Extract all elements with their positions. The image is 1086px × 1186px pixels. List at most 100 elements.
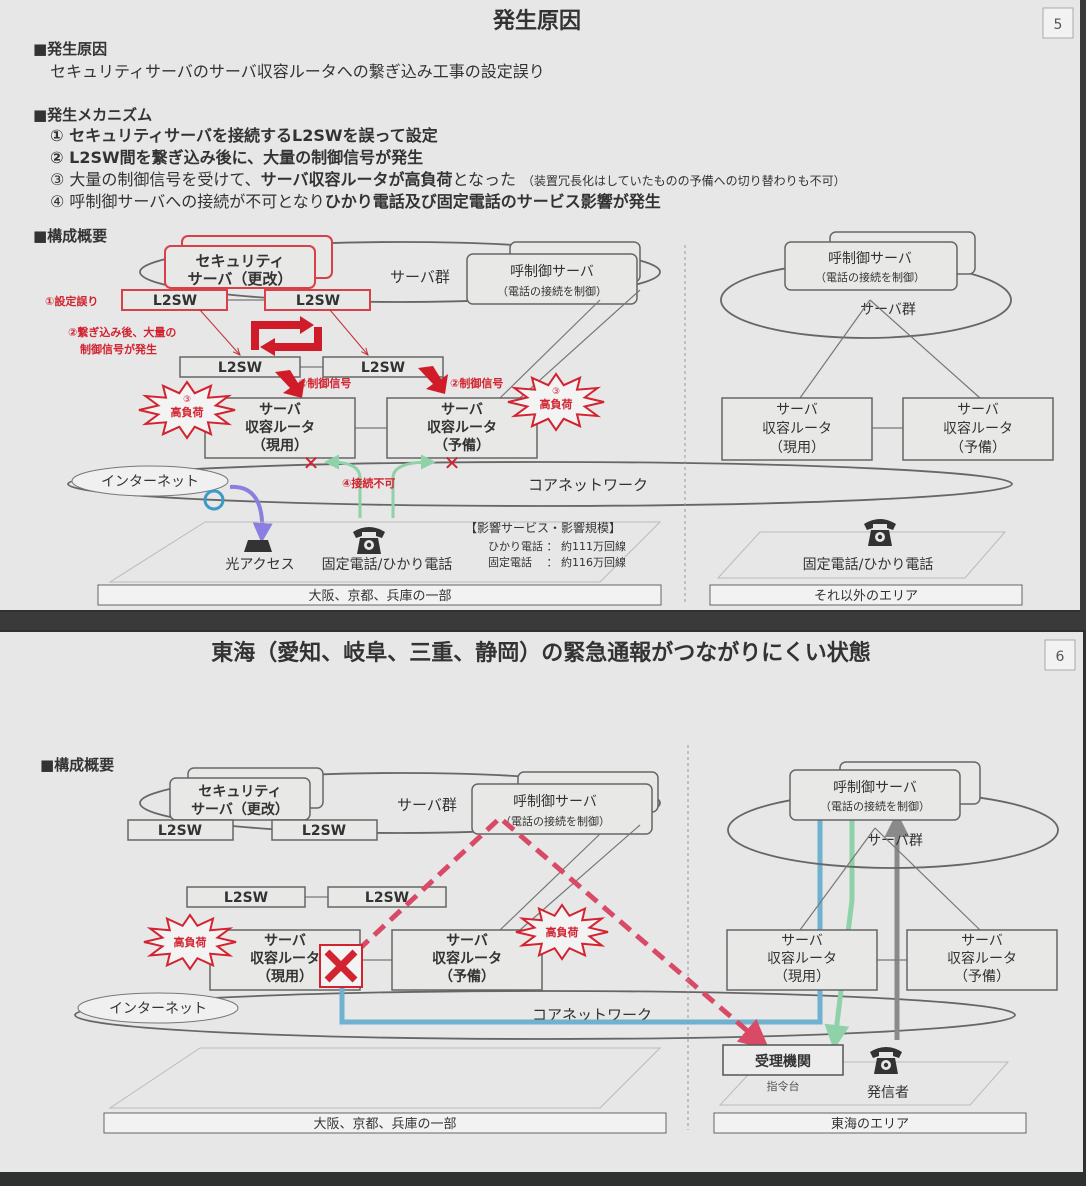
svg-text:L2SW: L2SW: [361, 360, 405, 376]
purple-path: [229, 484, 273, 543]
slide-6: 東海（愛知、岐阜、三重、静岡）の緊急通報がつながりにくい状態 6 ■構成概要 サ…: [0, 632, 1083, 1172]
router-active: サーバ 収容ルータ （現用）: [726, 929, 878, 991]
slide-title: 発生原因: [492, 9, 581, 34]
router-standby: サーバ 収容ルータ （予備）: [906, 929, 1058, 991]
router-active: サーバ 収容ルータ （現用）: [204, 397, 356, 459]
svg-text:収容ルータ: 収容ルータ: [432, 950, 502, 967]
no-connection-label: ④接続不可: [342, 476, 395, 490]
svg-text:インターネット: インターネット: [109, 1001, 207, 1017]
svg-text:L2SW: L2SW: [296, 293, 340, 309]
l2sw-lower-left: [179, 356, 301, 378]
security-server: セキュリティ サーバ（更改）: [169, 767, 324, 821]
blue-path: [339, 812, 823, 1025]
svg-text:サーバ: サーバ: [441, 402, 483, 418]
svg-text:（予備）: （予備）: [954, 969, 1010, 985]
high-load-burst: ③ 高負荷: [507, 372, 605, 432]
svg-text:（現用）: （現用）: [769, 440, 825, 456]
mechanism-item-4: ④ 呼制御サーバへの接続が不可となりひかり電話及び固定電話のサービス影響が発生: [50, 192, 661, 211]
svg-text:受理機関: 受理機関: [755, 1053, 811, 1070]
receiving-agency-box: [722, 1044, 844, 1076]
svg-text:（予備）: （予備）: [950, 440, 1006, 456]
svg-text:サーバ（更改）: サーバ（更改）: [188, 270, 293, 288]
high-load-burst: 高負荷: [143, 913, 237, 971]
call-control-server: 呼制御サーバ （電話の接続を制御）: [789, 761, 981, 821]
loop-arrow-icon: [251, 316, 322, 356]
svg-text:L2SW: L2SW: [153, 293, 197, 309]
svg-text:（電話の接続を制御）: （電話の接続を制御）: [497, 284, 607, 298]
router-standby: サーバ 収容ルータ （予備）: [386, 397, 538, 459]
mechanism-item-1: ① セキュリティサーバを接続するL2SWを誤って設定: [50, 126, 438, 145]
area-bar-affected: [103, 1112, 667, 1134]
router-active: サーバ 収容ルータ （現用）: [721, 397, 873, 461]
svg-text:それ以外のエリア: それ以外のエリア: [814, 589, 918, 604]
svg-text:制御信号が発生: 制御信号が発生: [80, 342, 157, 356]
svg-text:呼制御サーバ: 呼制御サーバ: [833, 780, 917, 796]
l2sw: [127, 819, 234, 841]
svg-text:L2SW: L2SW: [218, 360, 262, 376]
svg-text:高負荷: 高負荷: [546, 925, 579, 939]
caller-label: 発信者: [867, 1085, 909, 1101]
svg-text:（現用）: （現用）: [257, 969, 313, 985]
area-plane: [718, 1061, 1010, 1106]
video-background: [0, 612, 1086, 630]
svg-text:サーバ: サーバ: [264, 933, 306, 949]
svg-text:（予備）: （予備）: [439, 968, 495, 985]
signal-arrow-icon: [275, 370, 305, 398]
svg-text:サーバ群: サーバ群: [860, 302, 916, 318]
area-plane: [716, 531, 1007, 579]
svg-text:セキュリティ: セキュリティ: [198, 784, 281, 800]
signal-arrow-icon: [418, 366, 448, 394]
svg-text:サーバ: サーバ: [957, 402, 999, 418]
svg-text:サーバ: サーバ: [446, 933, 488, 949]
ok-circle-icon: [203, 489, 225, 511]
failure-x-icon: [319, 944, 363, 988]
svg-text:③: ③: [183, 395, 191, 405]
svg-text:（電話の接続を制御）: （電話の接続を制御）: [815, 270, 925, 284]
core-network-ellipse: [67, 461, 1013, 507]
svg-text:東海のエリア: 東海のエリア: [831, 1116, 909, 1132]
call-control-server: 呼制御サーバ （電話の接続を制御）: [784, 231, 976, 291]
config-heading: ■構成概要: [40, 756, 114, 774]
impact-fixed: 固定電話 ： 約116万回線: [488, 555, 626, 569]
l2sw: [186, 886, 306, 908]
svg-text:高負荷: 高負荷: [540, 397, 573, 411]
fixed-phone-label: 固定電話/ひかり電話: [322, 556, 453, 573]
router-standby: サーバ 収容ルータ （予備）: [391, 929, 543, 991]
annot-misconfig: ①設定誤り: [45, 294, 98, 308]
svg-text:呼制御サーバ: 呼制御サーバ: [510, 264, 594, 280]
svg-text:（予備）: （予備）: [434, 437, 490, 454]
svg-text:サーバ: サーバ: [961, 933, 1003, 949]
green-path: [324, 454, 362, 518]
l2sw-upper-right: [264, 289, 371, 311]
internet-cloud: インターネット: [77, 992, 239, 1024]
svg-text:サーバ（更改）: サーバ（更改）: [191, 801, 289, 818]
svg-text:収容ルータ: 収容ルータ: [767, 950, 837, 967]
svg-text:高負荷: 高負荷: [171, 405, 204, 419]
green-path: [391, 454, 436, 518]
l2sw: [271, 819, 378, 841]
svg-text:②制御信号: ②制御信号: [450, 376, 503, 390]
page-number-box: [1044, 639, 1076, 671]
mechanism-item-2: ② L2SW間を繋ぎ込み後に、大量の制御信号が発生: [50, 148, 423, 167]
svg-text:L2SW: L2SW: [224, 890, 268, 906]
mechanism-heading: ■発生メカニズム: [33, 106, 152, 124]
svg-text:（電話の接続を制御）: （電話の接続を制御）: [820, 799, 930, 813]
core-network-ellipse: [74, 990, 1016, 1040]
page-number-box: [1042, 7, 1074, 39]
area-bar-tokai: [713, 1112, 1027, 1134]
call-control-server: 呼制御サーバ （電話の接続を制御）: [466, 241, 641, 305]
svg-text:サーバ: サーバ: [781, 933, 823, 949]
l2sw: [327, 886, 447, 908]
security-server: セキュリティ サーバ（更改）: [164, 235, 333, 289]
high-load-burst: ③ 高負荷: [138, 380, 236, 440]
impact-hikari: ひかり電話 ： 約111万回線: [488, 539, 626, 553]
call-control-server: 呼制御サーバ （電話の接続を制御）: [471, 771, 659, 835]
mechanism-item-3: ③ 大量の制御信号を受けて、サーバ収容ルータが高負荷となった（装置冗長化はしてい…: [50, 170, 846, 189]
blocked-x-icon: ✕: [303, 451, 320, 475]
svg-text:大阪、京都、兵庫の一部: 大阪、京都、兵庫の一部: [308, 589, 451, 604]
blocked-x-icon: ✕: [444, 451, 461, 475]
area-plane: [108, 1047, 662, 1109]
internet-cloud: インターネット: [71, 465, 229, 497]
svg-text:呼制御サーバ: 呼制御サーバ: [513, 794, 597, 810]
